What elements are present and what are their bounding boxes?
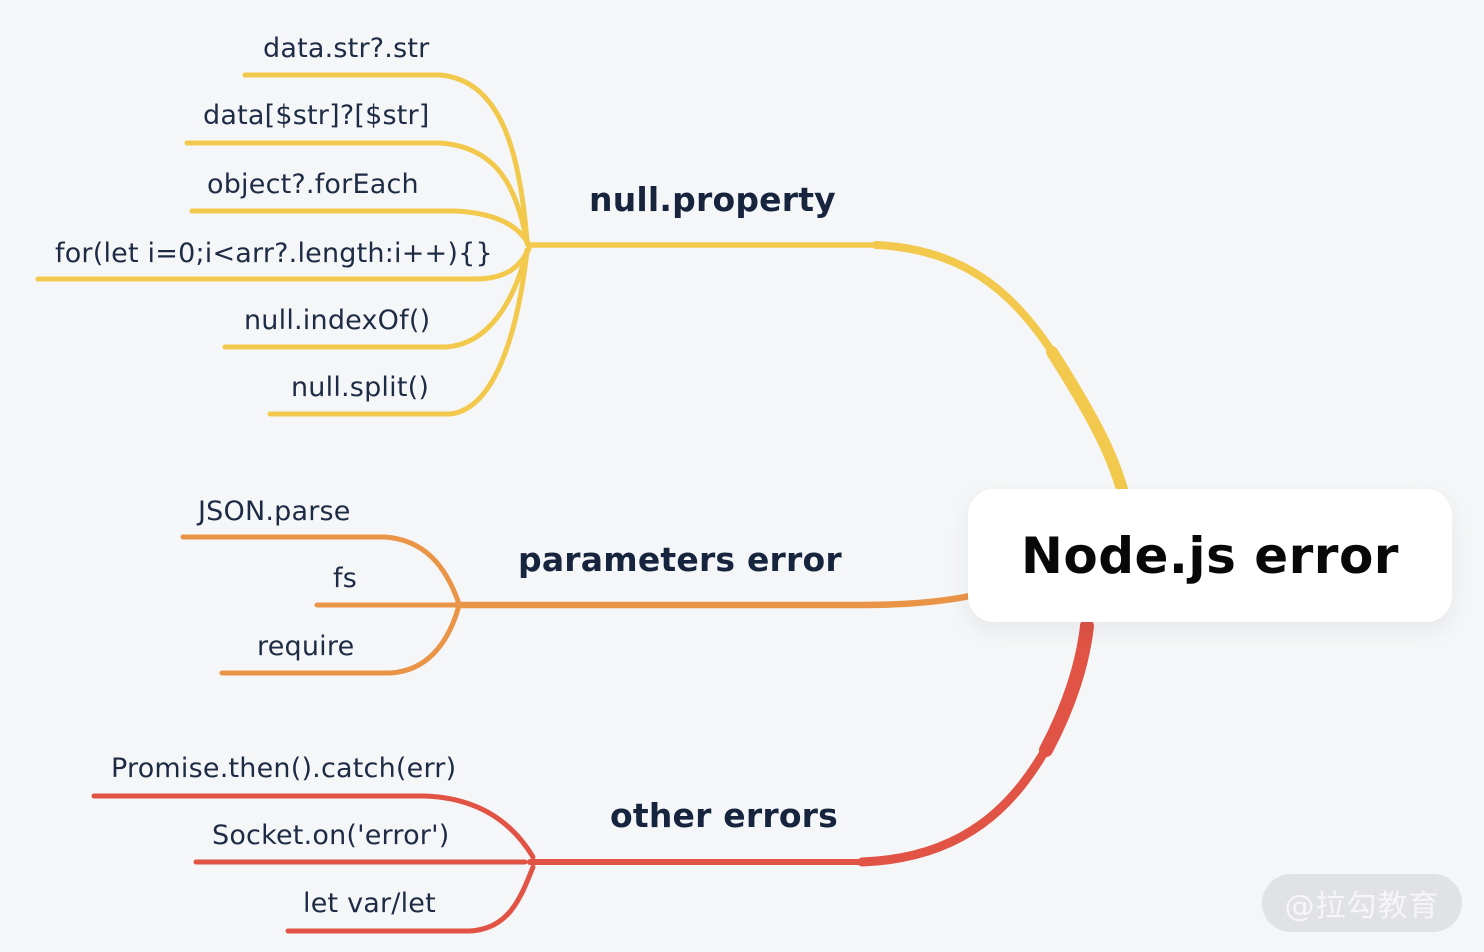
- branch1-child2-line: [219, 606, 461, 676]
- branch1-trunk-line: [453, 592, 974, 609]
- leaf-promise-catch: Promise.then().catch(err): [111, 753, 457, 784]
- branch0-trunk-curve-upper: [872, 241, 1060, 362]
- leaf-let-var-let: let var/let: [303, 888, 436, 919]
- leaf-fs: fs: [333, 563, 357, 594]
- branch0-child5-line: [267, 248, 530, 417]
- root-node: Node.js error: [968, 489, 1452, 622]
- branch2-trunk-curve-lower: [857, 737, 1055, 867]
- branch0-child1-line: [184, 140, 530, 246]
- branch0-child4-line: [222, 247, 530, 350]
- watermark-badge: @拉勾教育: [1262, 874, 1462, 932]
- branch-label-parameters-error: parameters error: [518, 540, 842, 579]
- leaf-socket-on-error: Socket.on('error'): [212, 820, 450, 851]
- branch2-trunk-curve-upper: [1039, 619, 1094, 757]
- leaf-for-loop: for(let i=0;i<arr?.length:i++){}: [55, 238, 493, 269]
- branch0-trunk-curve-lower: [1046, 346, 1129, 499]
- leaf-data-bracket: data[$str]?[$str]: [203, 100, 430, 131]
- leaf-null-indexof: null.indexOf(): [244, 305, 431, 336]
- root-node-label: Node.js error: [1021, 526, 1399, 585]
- branch2-child2-line: [285, 864, 536, 934]
- leaf-require: require: [257, 631, 355, 662]
- leaf-data-str: data.str?.str: [263, 33, 430, 64]
- leaf-null-split: null.split(): [291, 372, 430, 403]
- branch0-child0-line: [242, 72, 530, 245]
- watermark-label: @拉勾教育: [1284, 889, 1440, 924]
- branch-label-null-property: null.property: [589, 180, 836, 219]
- leaf-object-foreach: object?.forEach: [207, 169, 419, 200]
- branch2-child0-line: [91, 793, 536, 860]
- branch0-child2-line: [189, 208, 531, 246]
- branch-label-other-errors: other errors: [610, 796, 839, 835]
- branch1-child0-line: [180, 534, 461, 604]
- leaf-json-parse: JSON.parse: [198, 496, 351, 527]
